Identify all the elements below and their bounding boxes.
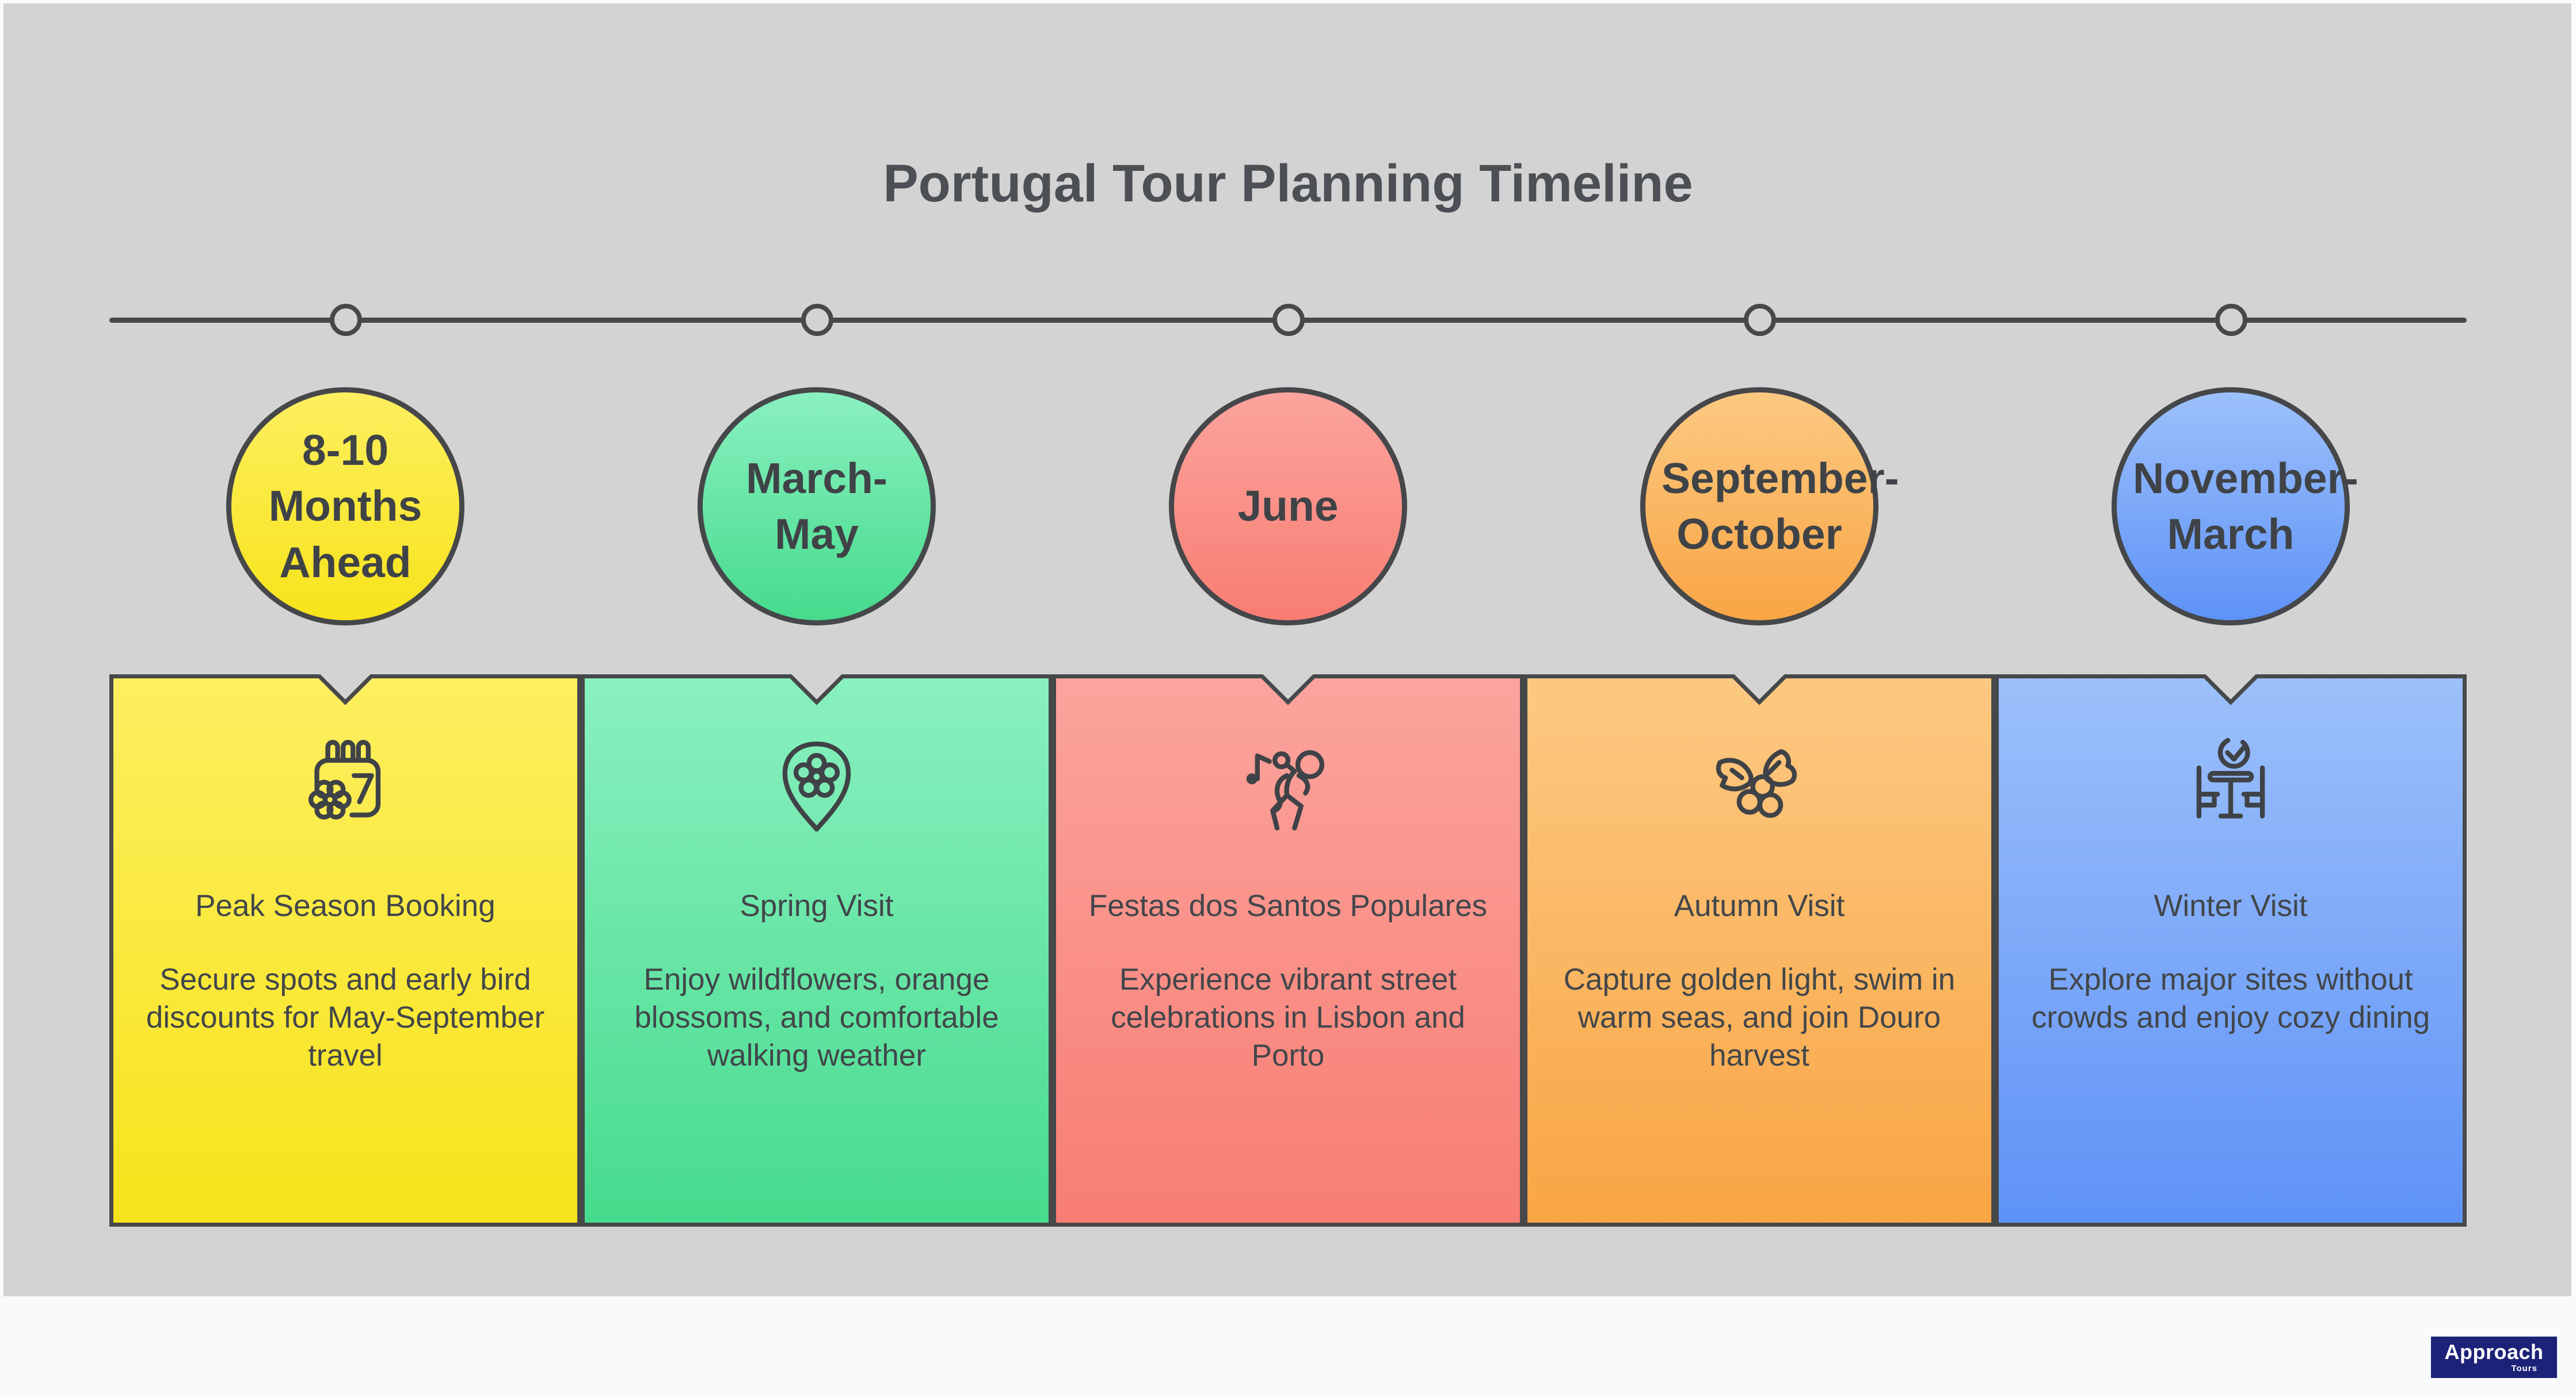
card-texts: Peak Season Booking Secure spots and ear… <box>133 887 558 1074</box>
period-label: 8-10 Months Ahead <box>268 425 422 586</box>
milestone-card-peak-season: Peak Season Booking Secure spots and ear… <box>109 674 581 1227</box>
brand-name: Approach <box>2444 1340 2544 1364</box>
flower-pin-icon <box>762 732 871 841</box>
card-background <box>1995 674 2467 1227</box>
milestone-card-spring: Spring Visit Enjoy wildflowers, orange b… <box>581 674 1053 1227</box>
timeline-node-1 <box>330 304 362 336</box>
milestone-card-autumn: Autumn Visit Capture golden light, swim … <box>1523 674 1995 1227</box>
card-texts: Winter Visit Explore major sites without… <box>2018 887 2443 1037</box>
period-circle-winter: November-March <box>2112 387 2358 625</box>
footer-strip <box>0 1296 2576 1397</box>
card-heading: Festas dos Santos Populares <box>1088 889 1488 923</box>
period-circle-june: June <box>1169 387 1407 625</box>
period-label: March-May <box>746 453 887 559</box>
card-description: Secure spots and early bird discounts fo… <box>146 963 545 1072</box>
card-background <box>581 674 1053 1227</box>
card-background <box>1523 674 1995 1227</box>
timeline-node-2 <box>801 304 833 336</box>
card-description: Experience vibrant street celebrations i… <box>1111 963 1465 1072</box>
period-circle-peak-season: 8-10 Months Ahead <box>226 387 464 625</box>
card-background <box>1052 674 1524 1227</box>
card-texts: Festas dos Santos Populares Experience v… <box>1076 887 1500 1074</box>
milestone-card-festas: Festas dos Santos Populares Experience v… <box>1052 674 1524 1227</box>
street-dancer-icon <box>1233 732 1343 841</box>
card-description: Enjoy wildflowers, orange blossoms, and … <box>634 963 999 1072</box>
cozy-dining-icon <box>2176 732 2285 841</box>
period-label: November-March <box>2133 453 2358 559</box>
card-heading: Autumn Visit <box>1674 889 1845 923</box>
timeline-node-4 <box>1744 304 1776 336</box>
brand-logo: Approach Tours <box>2431 1337 2557 1378</box>
timeline-node-3 <box>1272 304 1305 336</box>
card-background <box>109 674 581 1227</box>
period-circle-spring: March-May <box>698 387 936 625</box>
timeline-node-5 <box>2215 304 2247 336</box>
period-circle-autumn: September-October <box>1640 387 1899 625</box>
period-label: June <box>1237 482 1339 530</box>
card-texts: Spring Visit Enjoy wildflowers, orange b… <box>604 887 1029 1074</box>
card-texts: Autumn Visit Capture golden light, swim … <box>1547 887 1972 1074</box>
card-heading: Spring Visit <box>740 889 894 923</box>
card-description: Explore major sites without crowds and e… <box>2031 963 2430 1035</box>
calendar-flower-icon <box>291 732 400 841</box>
card-description: Capture golden light, swim in warm seas,… <box>1563 963 1956 1072</box>
grape-harvest-icon <box>1705 732 1814 841</box>
card-heading: Winter Visit <box>2154 889 2308 923</box>
period-label: September-October <box>1662 453 1899 559</box>
milestone-card-winter: Winter Visit Explore major sites without… <box>1995 674 2467 1227</box>
page-title: Portugal Tour Planning Timeline <box>883 154 1693 213</box>
card-heading: Peak Season Booking <box>195 889 496 923</box>
brand-tagline: Tours <box>2511 1364 2537 1373</box>
